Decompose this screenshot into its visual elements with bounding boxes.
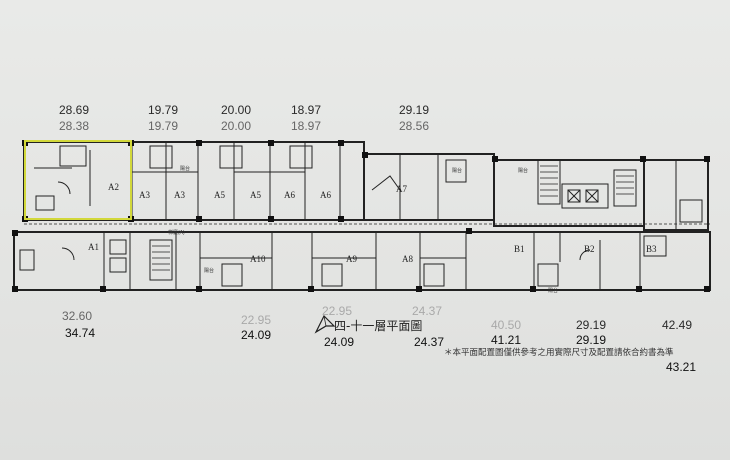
area-bottom-lower-5: 41.21 <box>490 333 522 347</box>
area-bottom-upper-7: 42.49 <box>661 318 693 332</box>
unit-label-a10: A10 <box>250 254 266 264</box>
area-bottom-lower-3: 24.09 <box>323 335 355 349</box>
unit-label-a5-left: A5 <box>214 190 225 200</box>
unit-label-a8: A8 <box>402 254 413 264</box>
area-top-upper-3: 20.00 <box>220 103 252 117</box>
corridor-label: 梯廳(A) <box>168 229 185 236</box>
balcony-label-1: 陽台 <box>180 165 190 172</box>
area-bottom-upper-3: 22.95 <box>321 304 353 318</box>
balcony-label-5: 陽台 <box>548 287 558 294</box>
area-bottom-lower-6: 29.19 <box>575 333 607 347</box>
area-bottom-lower-2: 24.09 <box>240 328 272 342</box>
area-top-upper-5: 29.19 <box>398 103 430 117</box>
area-bottom-lower-7: 43.21 <box>665 360 697 374</box>
area-top-lower-5: 28.56 <box>398 119 430 133</box>
plan-title: 四-十一層平面圖 <box>334 319 423 333</box>
unit-label-a7: A7 <box>396 184 407 194</box>
area-bottom-lower-4: 24.37 <box>413 335 445 349</box>
area-top-lower-1: 28.38 <box>58 119 90 133</box>
area-bottom-upper-1: 32.60 <box>61 309 93 323</box>
unit-label-a9: A9 <box>346 254 357 264</box>
area-top-lower-2: 19.79 <box>147 119 179 133</box>
unit-label-b3: B3 <box>646 244 657 254</box>
unit-label-a3-left: A3 <box>139 190 150 200</box>
unit-label-b2: B2 <box>584 244 595 254</box>
area-top-upper-4: 18.97 <box>290 103 322 117</box>
unit-label-b1: B1 <box>514 244 525 254</box>
area-bottom-upper-6: 29.19 <box>575 318 607 332</box>
unit-label-a1: A1 <box>88 242 99 252</box>
balcony-label-2: 陽台 <box>452 167 462 174</box>
area-top-lower-3: 20.00 <box>220 119 252 133</box>
area-top-upper-2: 19.79 <box>147 103 179 117</box>
area-bottom-lower-1: 34.74 <box>64 326 96 340</box>
unit-label-a5-right: A5 <box>250 190 261 200</box>
area-bottom-upper-2: 22.95 <box>240 313 272 327</box>
area-bottom-upper-4: 24.37 <box>411 304 443 318</box>
balcony-label-4: 陽台 <box>204 267 214 274</box>
disclaimer-note: ＊本平面配置圖僅供參考之用實際尺寸及配置請依合約書為準 <box>444 348 674 358</box>
north-arrow-icon <box>314 314 336 334</box>
unit-label-a3-right: A3 <box>174 190 185 200</box>
area-top-lower-4: 18.97 <box>290 119 322 133</box>
area-top-upper-1: 28.69 <box>58 103 90 117</box>
unit-label-a2: A2 <box>108 182 119 192</box>
balcony-label-3: 陽台 <box>518 167 528 174</box>
unit-label-a6-right: A6 <box>320 190 331 200</box>
area-bottom-upper-5: 40.50 <box>490 318 522 332</box>
unit-label-a6-left: A6 <box>284 190 295 200</box>
